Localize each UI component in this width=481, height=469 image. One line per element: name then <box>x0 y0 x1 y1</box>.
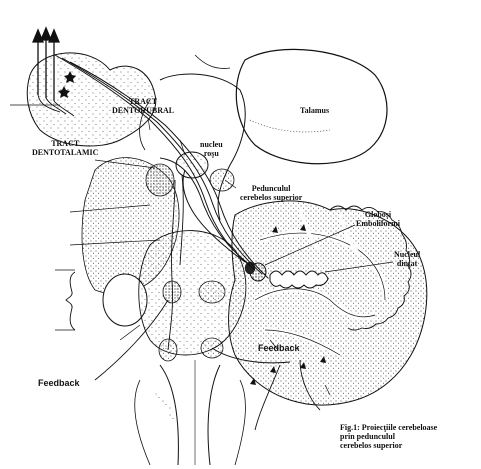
figure-caption: Fig.1: Proiecţiile cerebeloase prin pedu… <box>340 423 438 450</box>
medulla <box>159 364 221 466</box>
left-bracket <box>65 271 76 331</box>
triple-up-arrow-icon <box>32 26 60 101</box>
cortex-star-markers <box>58 71 76 98</box>
label-tract-dentotalamic: TRACT DENTOTALAMIC <box>32 139 99 157</box>
dentate-nucleus <box>269 270 329 289</box>
descending-fibers <box>94 174 321 431</box>
label-nucleu-rosu: nucleu roşu <box>200 140 223 158</box>
label-tract-dentorubral: TRACT DENTORUBRAL <box>112 97 175 115</box>
label-nucleul-dintat: Nucleul dinţat <box>394 250 421 268</box>
label-globosi: Globoşi Emboliformi <box>356 210 400 228</box>
pons <box>138 230 247 356</box>
label-talamus: Talamus <box>300 106 330 115</box>
cortex-outline <box>26 52 157 147</box>
tract-fibers <box>54 54 269 279</box>
label-feedback-left: Feedback <box>38 378 80 388</box>
fiber-terminals <box>250 224 326 385</box>
label-pedunculul: Pedunculul cerebelos superior <box>240 184 303 202</box>
label-feedback-center: Feedback <box>258 343 300 353</box>
cerebellum <box>228 200 428 406</box>
